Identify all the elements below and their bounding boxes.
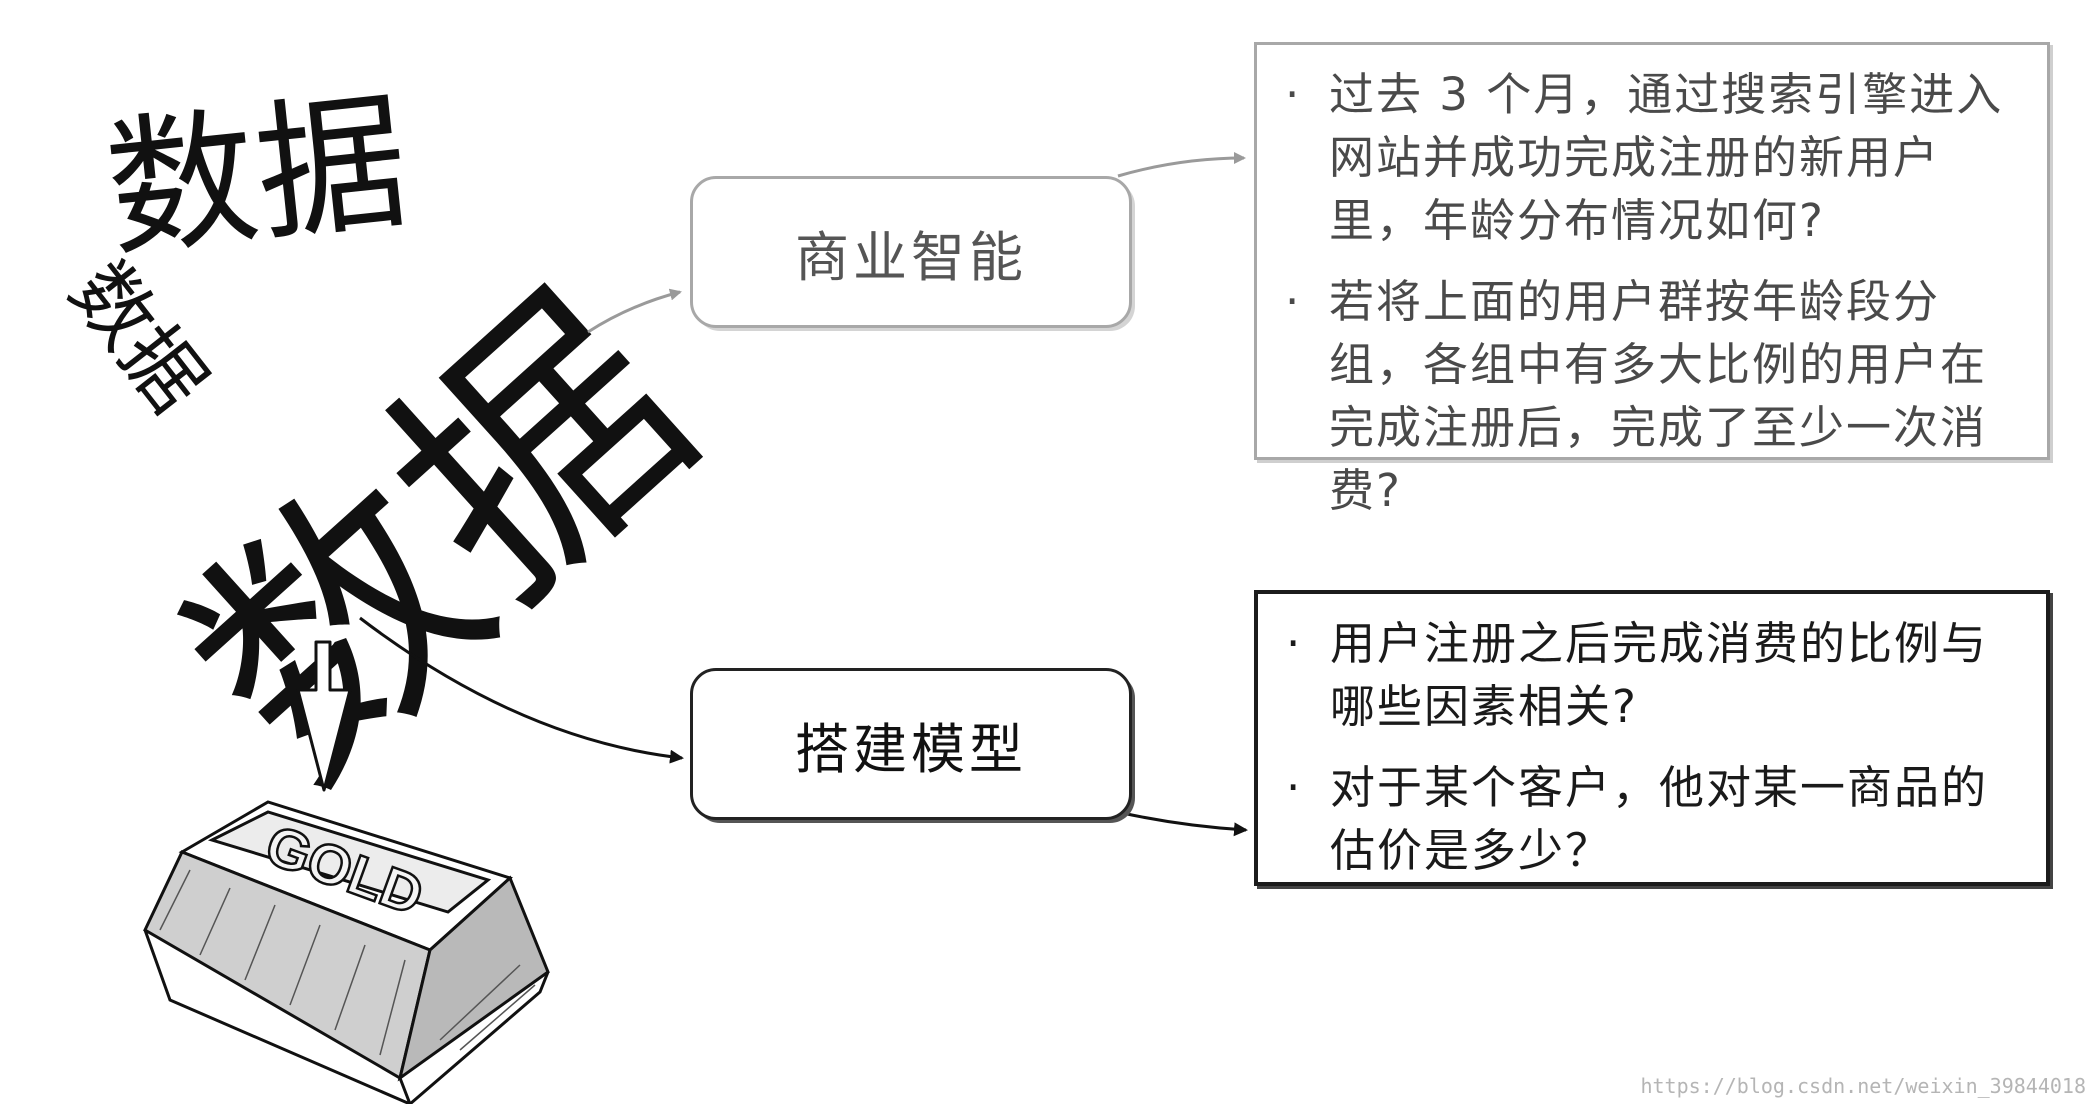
stage-build-model: 搭建模型 xyxy=(690,668,1132,820)
arrow-bi-to-panel xyxy=(1117,152,1246,178)
bi-question-2-text: 若将上面的用户群按年龄段分组，各组中有多大比例的用户在完成注册后，完成了至少一次… xyxy=(1329,275,1988,517)
bi-question-1-text: 过去 3 个月，通过搜索引擎进入网站并成功完成注册的新用户里，年龄分布情况如何? xyxy=(1329,68,2004,247)
down-arrow-icon xyxy=(296,640,352,792)
bi-question-1: · 过去 3 个月，通过搜索引擎进入网站并成功完成注册的新用户里，年龄分布情况如… xyxy=(1279,63,2027,252)
stage-model-label: 搭建模型 xyxy=(795,717,1027,781)
model-question-2: · 对于某个客户，他对某一商品的估价是多少？ xyxy=(1280,756,2026,882)
model-questions-panel: · 用户注册之后完成消费的比例与哪些因素相关? · 对于某个客户，他对某一商品的… xyxy=(1254,590,2050,886)
arrow-to-model xyxy=(359,616,684,764)
bi-questions-panel: · 过去 3 个月，通过搜索引擎进入网站并成功完成注册的新用户里，年龄分布情况如… xyxy=(1254,42,2050,517)
bullet-symbol: · xyxy=(1286,617,1303,670)
stage-business-intelligence: 商业智能 xyxy=(690,176,1132,328)
gold-bar-icon: GOLD xyxy=(143,800,550,1104)
model-question-2-text: 对于某个客户，他对某一商品的估价是多少？ xyxy=(1330,761,1989,877)
stage-bi-label: 商业智能 xyxy=(795,225,1027,289)
bi-question-2: · 若将上面的用户群按年龄段分组，各组中有多大比例的用户在完成注册后，完成了至少… xyxy=(1279,270,2027,522)
bullet-symbol: · xyxy=(1286,761,1303,814)
bullet-symbol: · xyxy=(1285,275,1302,328)
model-question-1: · 用户注册之后完成消费的比例与哪些因素相关? xyxy=(1280,612,2026,738)
watermark-url: https://blog.csdn.net/weixin_39844018 xyxy=(1640,1074,2086,1098)
arrow-model-to-panel xyxy=(1117,810,1248,837)
model-question-1-text: 用户注册之后完成消费的比例与哪些因素相关? xyxy=(1330,617,1989,733)
bullet-symbol: · xyxy=(1285,68,1302,121)
arrow-to-bi xyxy=(587,288,682,334)
